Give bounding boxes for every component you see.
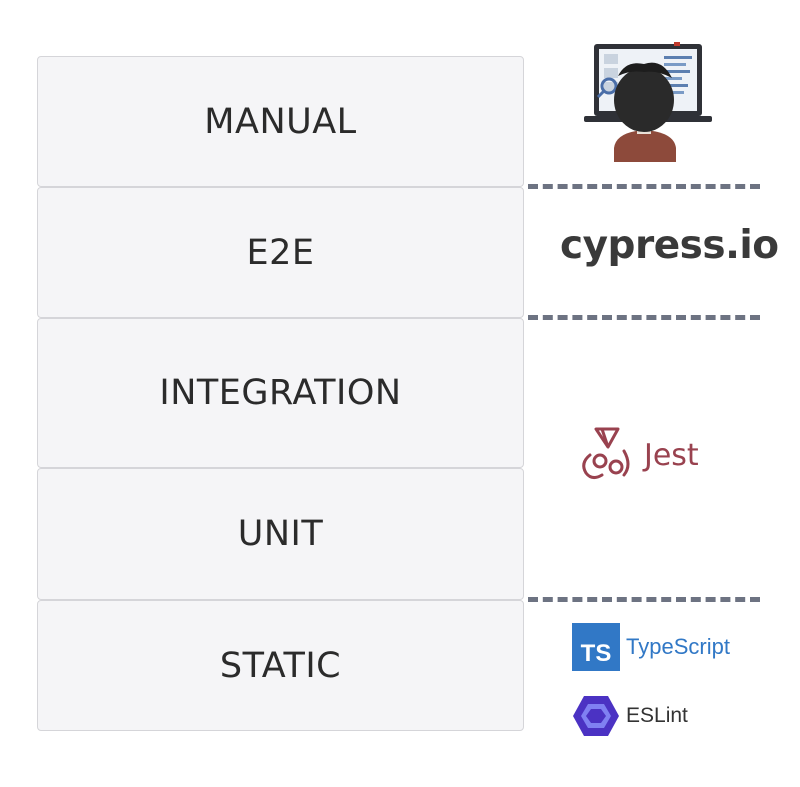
layer-label: E2E — [246, 232, 315, 273]
jest-logo-icon — [582, 427, 630, 480]
divider-unit-static — [528, 597, 760, 602]
layer-label: MANUAL — [204, 101, 357, 142]
manual-tool — [582, 40, 714, 162]
person-at-computer-icon — [584, 42, 712, 162]
jest-label: Jest — [644, 437, 699, 473]
typescript-label: TypeScript — [626, 634, 730, 659]
typescript-tool: TS TypeScript — [572, 623, 730, 671]
layer-manual: MANUAL — [37, 56, 524, 187]
layer-label: INTEGRATION — [159, 373, 402, 413]
cypress-logo-icon: cypress.io — [560, 223, 779, 268]
layer-unit: UNIT — [37, 468, 524, 600]
layer-label: UNIT — [237, 514, 324, 554]
layer-static: STATIC — [37, 600, 524, 731]
typescript-badge-text: TS — [581, 640, 612, 667]
layer-label: STATIC — [219, 645, 342, 686]
divider-e2e-integration — [528, 315, 760, 320]
integration-unit-tool: Jest — [578, 425, 699, 485]
eslint-tool: ESLint — [572, 694, 688, 738]
divider-manual-e2e — [528, 184, 760, 189]
typescript-logo-icon: TS — [572, 623, 620, 671]
eslint-logo-icon — [573, 696, 619, 736]
layer-integration: INTEGRATION — [37, 318, 524, 468]
eslint-label: ESLint — [626, 704, 688, 727]
e2e-tool: cypress.io — [560, 223, 779, 268]
layer-e2e: E2E — [37, 187, 524, 318]
